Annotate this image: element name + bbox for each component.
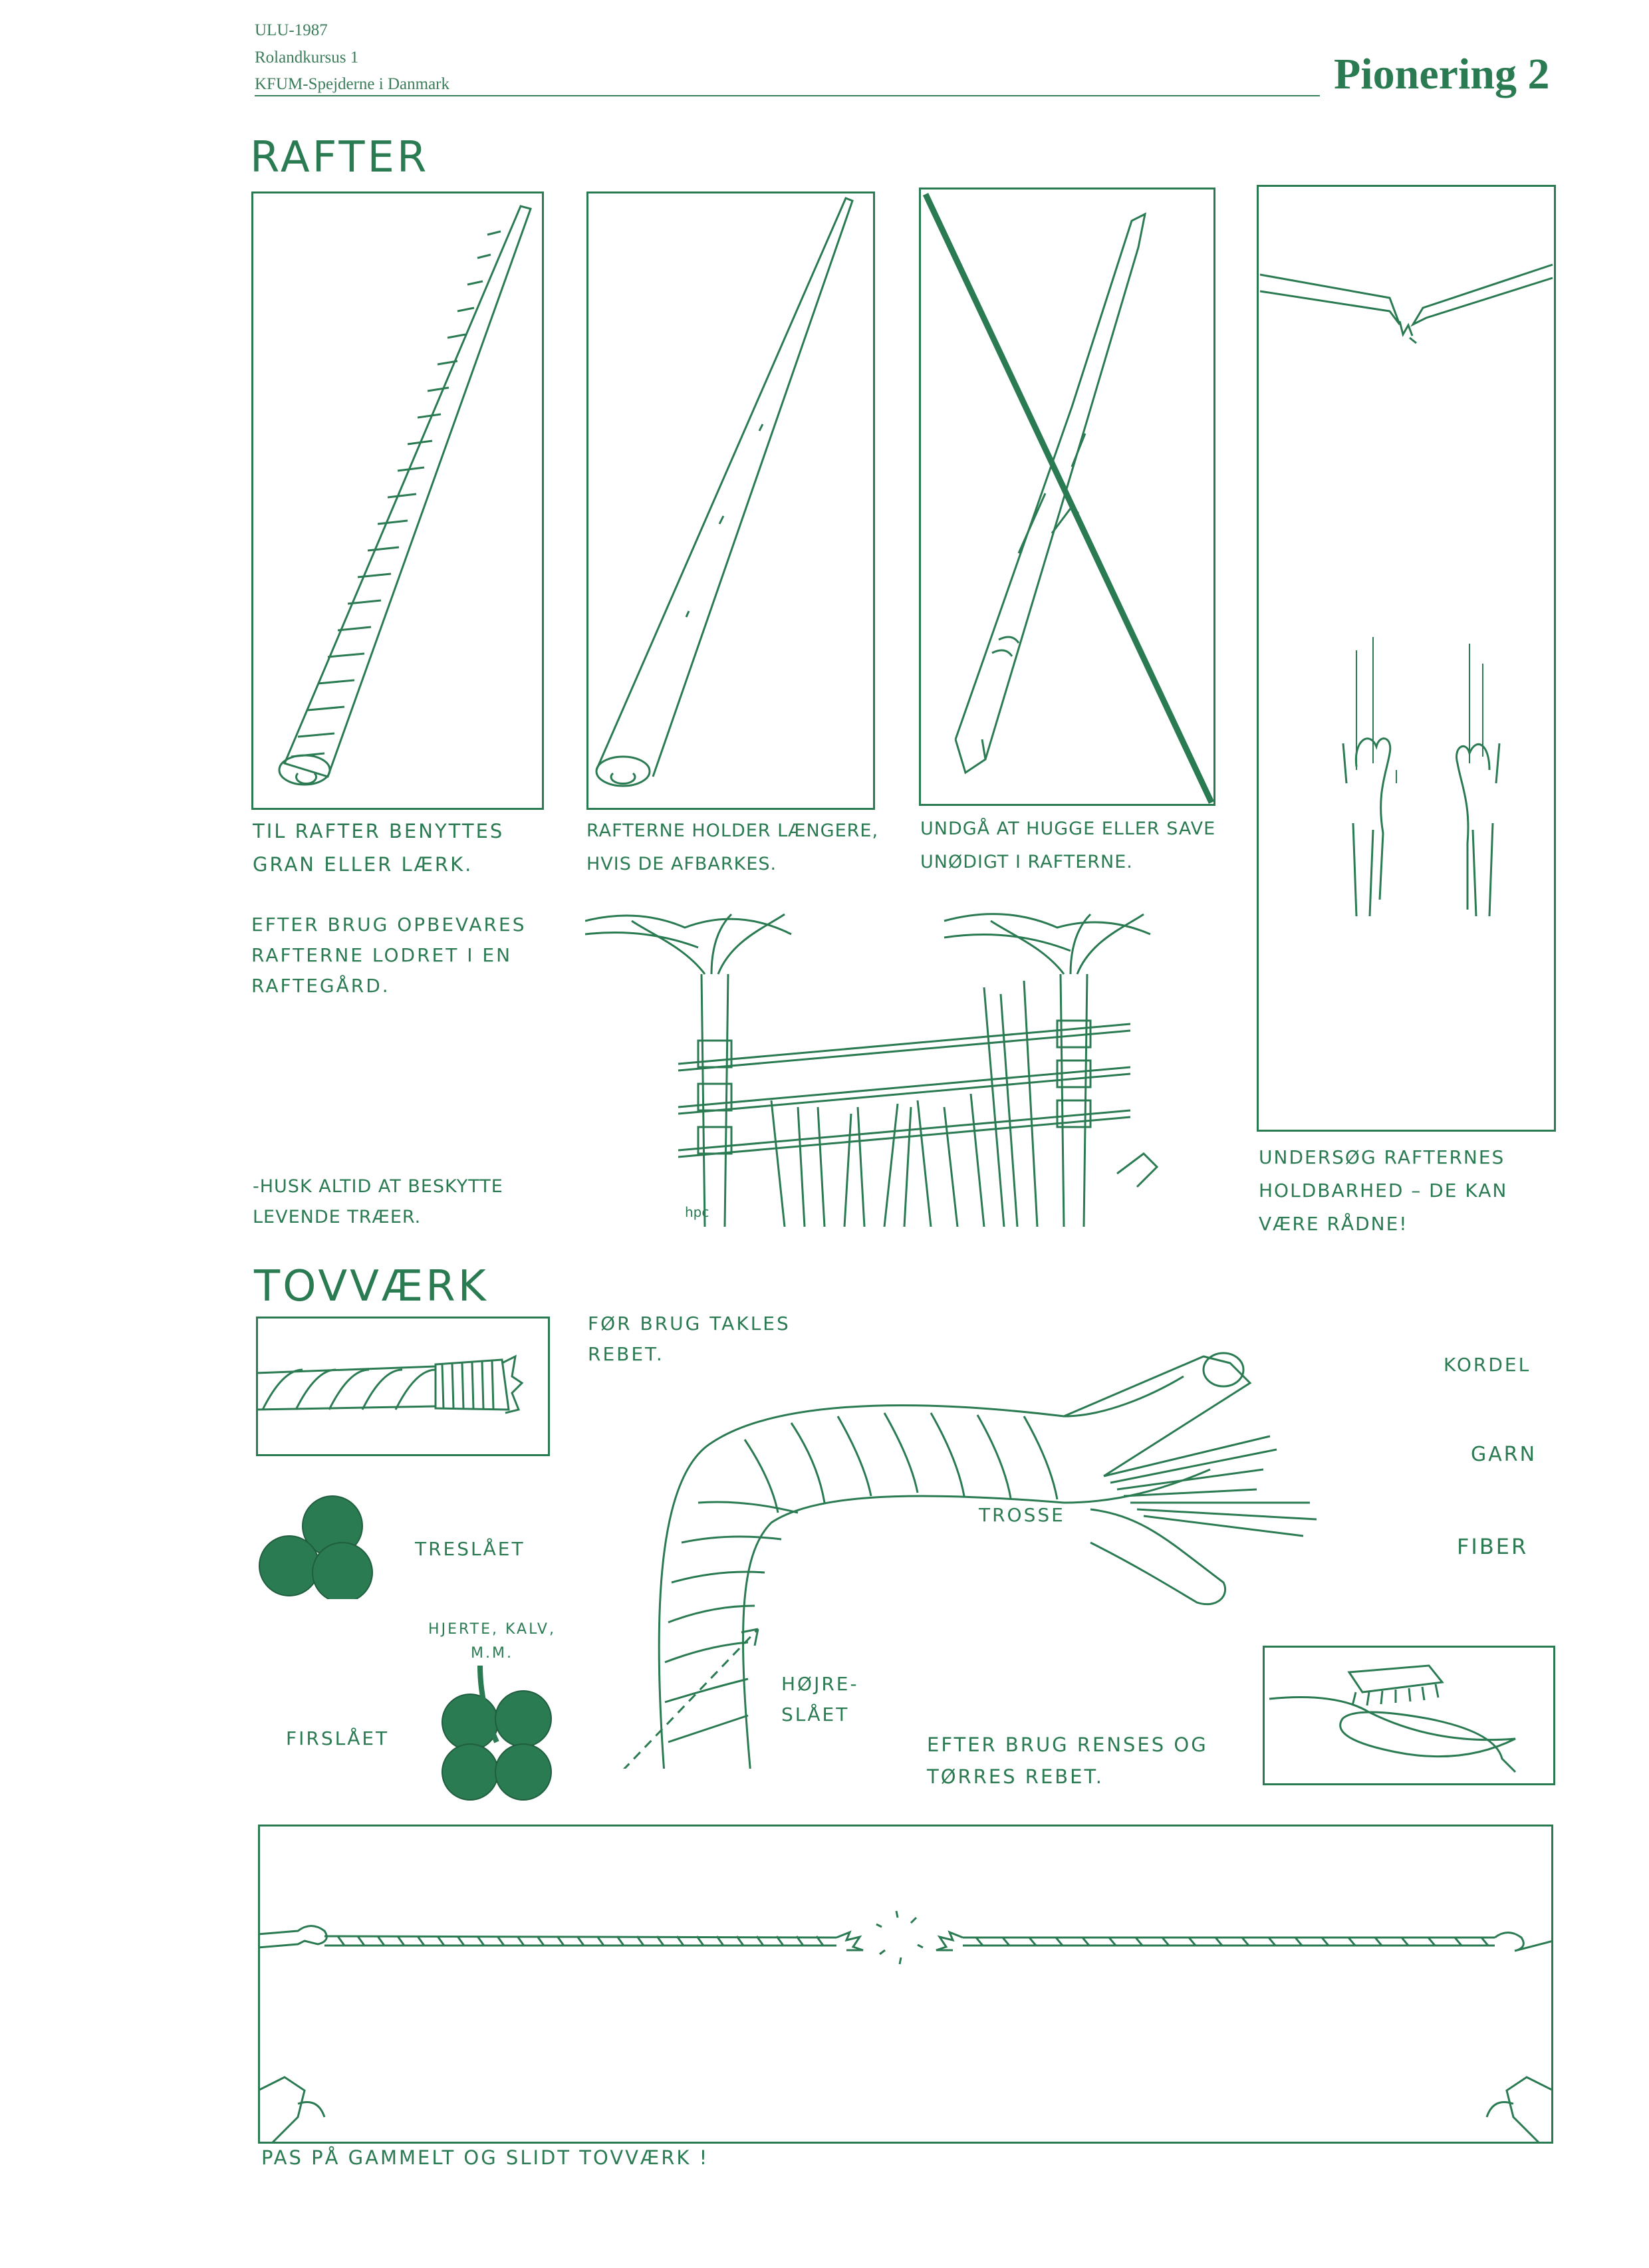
caption-spruce-larch: TIL RAFTER BENYTTES GRAN ELLER LÆRK. (253, 820, 505, 876)
three-strand-cross-section (256, 1493, 376, 1599)
label-firslaet: FIRSLÅET (286, 1727, 390, 1749)
pole-storage-illustration: hpc (585, 908, 1223, 1227)
brush-and-rope-illustration (1263, 1646, 1555, 1785)
tovvaerk-heading: TOVVÆRK (254, 1262, 489, 1311)
bark-pole-illustration (251, 191, 544, 810)
four-strand-cross-section (440, 1666, 560, 1805)
label-hojreslaet: HØJRE- SLÅET (781, 1673, 859, 1725)
label-kordel: KORDEL (1444, 1354, 1531, 1376)
label-trosse: TROSSE (979, 1504, 1065, 1526)
label-hjerte: HJERTE, KALV, M.M. (428, 1621, 556, 1662)
rope-anatomy-illustration (598, 1343, 1330, 1769)
peeled-pole-illustration (586, 191, 875, 810)
panel-whipped-rope (256, 1317, 550, 1456)
header-rule (255, 95, 1320, 96)
panel-breaking-rope (258, 1825, 1553, 2144)
header-line-2: Rolandkursus 1 (255, 49, 359, 66)
page-title: Pionering 2 (1334, 50, 1550, 98)
label-fiber: FIBER (1457, 1534, 1529, 1559)
storage-note: EFTER BRUG OPBEVARES RAFTERNE LODRET I E… (251, 914, 527, 997)
damaged-pole-illustration (919, 188, 1215, 806)
whip-rope-note: FØR BRUG TAKLES REBET. (588, 1313, 791, 1365)
caption-peel-bark: RAFTERNE HOLDER LÆNGERE, HVIS DE AFBARKE… (586, 820, 879, 874)
panel-pole-with-bark (251, 191, 544, 810)
artist-signature: hpc (685, 1204, 709, 1220)
header-line-3: KFUM-Spejderne i Danmark (255, 75, 449, 93)
panel-rope-cleaning (1263, 1646, 1555, 1785)
rafter-heading: RAFTER (250, 133, 430, 182)
caption-avoid-cutting: UNDGÅ AT HUGGE ELLER SAVE UNØDIGT I RAFT… (920, 819, 1216, 872)
whipped-rope-illustration (256, 1317, 550, 1456)
protect-trees-note: -HUSK ALTID AT BESKYTTE LEVENDE TRÆER. (253, 1176, 503, 1227)
breaking-rope-illustration (258, 1825, 1553, 2144)
caption-rot-check: UNDERSØG RAFTERNES HOLDBARHED – DE KAN V… (1259, 1146, 1508, 1235)
broken-pole-illustration (1257, 185, 1556, 1132)
clean-rope-note: EFTER BRUG RENSES OG TØRRES REBET. (927, 1733, 1208, 1788)
label-garn: GARN (1471, 1443, 1537, 1466)
panel-peeled-pole (586, 191, 875, 810)
panel-rot-check (1257, 185, 1556, 1132)
panel-damaged-pole (919, 188, 1215, 806)
header-line-1: ULU-1987 (255, 21, 328, 39)
old-rope-warning: PAS PÅ GAMMELT OG SLIDT TOVVÆRK ! (261, 2146, 709, 2169)
label-treslaet: TRESLÅET (415, 1538, 525, 1560)
